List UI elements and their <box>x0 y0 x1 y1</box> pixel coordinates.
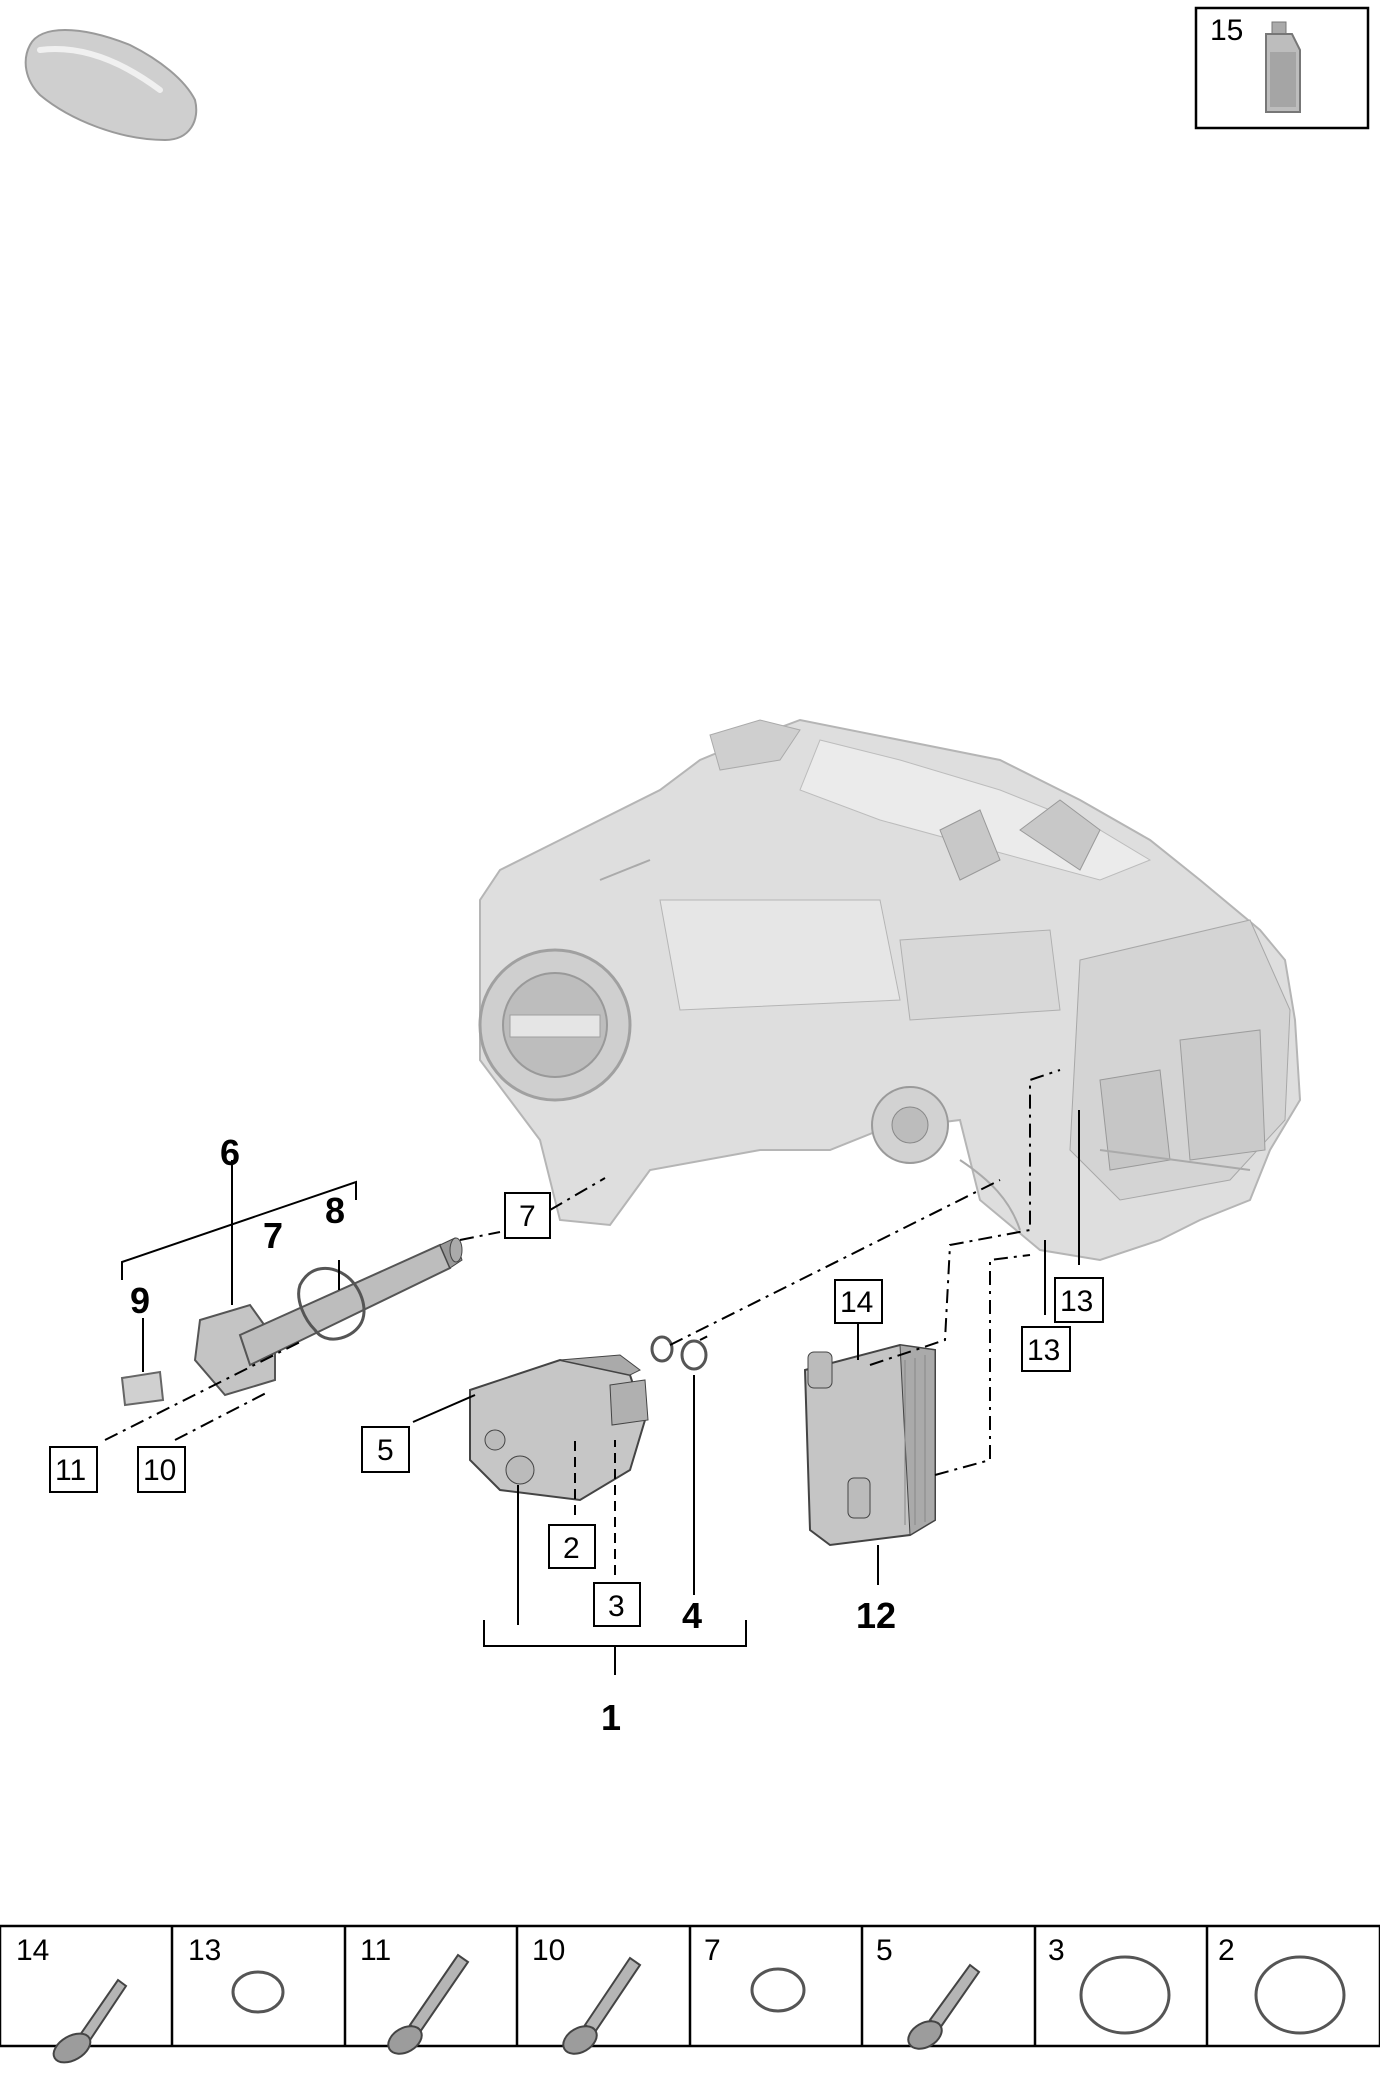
callout-box-14[interactable]: 14 <box>834 1279 883 1324</box>
legend-cell-14[interactable]: 14 <box>16 1934 128 2068</box>
oil-pump <box>469 1354 649 1502</box>
callout-7: 7 <box>263 1215 283 1256</box>
svg-text:13: 13 <box>1027 1334 1060 1367</box>
callout-box-2[interactable]: 2 <box>548 1524 596 1569</box>
svg-text:2: 2 <box>1218 1934 1235 1967</box>
o-ring-icon <box>1254 1955 1346 2035</box>
svg-text:11: 11 <box>55 1454 86 1487</box>
oil-cooler <box>803 1343 936 1547</box>
callout-12: 12 <box>856 1595 896 1636</box>
legend-cell-2[interactable]: 2 <box>1218 1934 1346 2035</box>
svg-text:10: 10 <box>532 1934 565 1967</box>
svg-text:13: 13 <box>188 1934 221 1967</box>
oil-tube-assembly <box>193 1237 463 1397</box>
oil-box-number: 15 <box>1210 14 1243 47</box>
o-ring-icon <box>750 1967 806 2013</box>
legend-cell-7[interactable]: 7 <box>704 1934 806 2013</box>
small-parts-legend: 14 13 11 10 <box>0 1924 1380 2068</box>
oil-bottle-box[interactable]: 15 <box>1194 6 1370 130</box>
callout-box-13-lower[interactable]: 13 <box>1021 1326 1071 1372</box>
svg-text:10: 10 <box>143 1454 176 1487</box>
svg-text:14: 14 <box>16 1934 49 1967</box>
transmission-housing <box>478 718 1302 1262</box>
callout-box-7[interactable]: 7 <box>504 1192 551 1239</box>
svg-text:3: 3 <box>608 1590 625 1623</box>
callout-8: 8 <box>325 1190 345 1231</box>
bolt-icon <box>562 1956 642 2055</box>
legend-cell-13[interactable]: 13 <box>188 1934 285 2014</box>
bold-callouts: 1 4 6 7 8 9 12 <box>130 1132 896 1738</box>
callout-9: 9 <box>130 1280 150 1321</box>
legend-cell-10[interactable]: 10 <box>532 1934 642 2059</box>
leader-lines <box>104 1069 1080 1675</box>
svg-text:14: 14 <box>840 1286 873 1319</box>
svg-text:7: 7 <box>519 1200 536 1233</box>
callout-box-13-upper[interactable]: 13 <box>1054 1277 1104 1323</box>
callout-4: 4 <box>682 1595 702 1636</box>
bolt-icon <box>907 1963 981 2050</box>
tube-gasket <box>297 1266 366 1341</box>
o-ring-icon <box>231 1970 285 2014</box>
svg-text:11: 11 <box>360 1934 391 1967</box>
callout-box-11[interactable]: 11 <box>49 1446 98 1493</box>
bolt-icon <box>387 1953 470 2055</box>
legend-cell-5[interactable]: 5 <box>876 1934 981 2054</box>
svg-text:3: 3 <box>1048 1934 1065 1967</box>
o-ring-icon <box>1079 1955 1171 2035</box>
callout-box-5[interactable]: 5 <box>361 1426 410 1473</box>
callout-6: 6 <box>220 1132 240 1173</box>
legend-cell-3[interactable]: 3 <box>1048 1934 1171 2035</box>
oil-bottle-icon <box>1265 21 1301 113</box>
svg-text:5: 5 <box>876 1934 893 1967</box>
small-plate <box>120 1370 165 1407</box>
svg-text:5: 5 <box>377 1434 394 1467</box>
bolt-icon <box>52 1978 128 2064</box>
svg-text:2: 2 <box>563 1532 580 1565</box>
boxed-callouts: 2 3 5 7 10 11 13 13 <box>49 1192 1104 1627</box>
svg-text:7: 7 <box>704 1934 721 1967</box>
legend-cell-11[interactable]: 11 <box>360 1934 470 2059</box>
callout-box-3[interactable]: 3 <box>593 1582 641 1627</box>
svg-text:13: 13 <box>1060 1285 1093 1318</box>
pump-o-rings <box>650 1335 708 1371</box>
callout-box-10[interactable]: 10 <box>137 1446 186 1493</box>
callout-1: 1 <box>601 1697 621 1738</box>
car-silhouette-icon <box>24 29 198 142</box>
